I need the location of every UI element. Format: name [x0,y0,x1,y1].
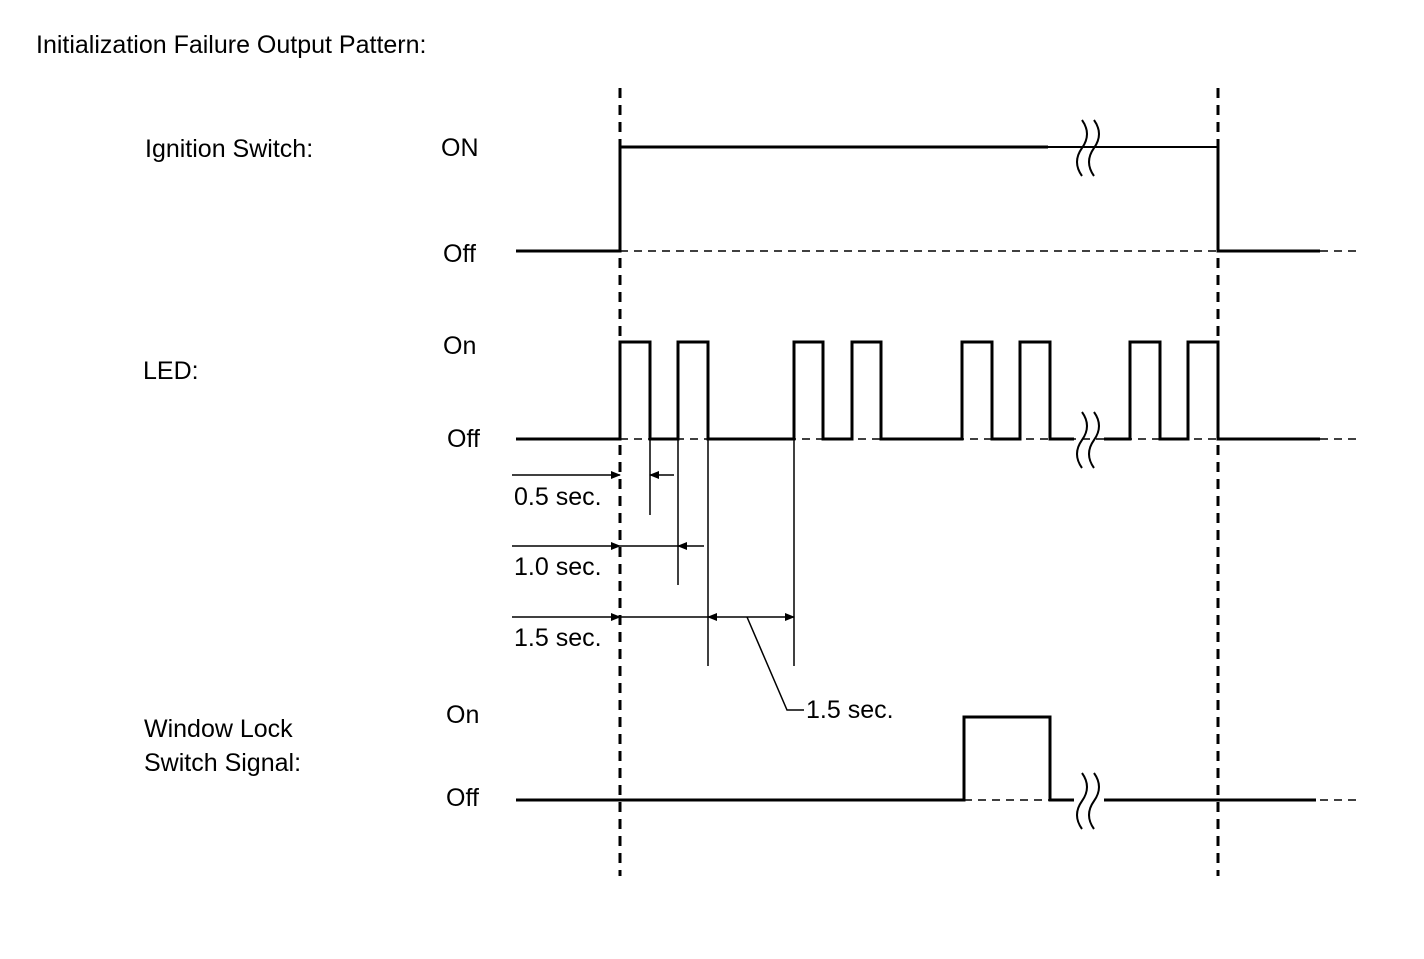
timing-label-1-0: 1.0 sec. [514,553,602,581]
window-lock-label-line1: Window Lock [144,715,293,743]
ignition-off-level-label: Off [443,240,476,268]
led-label: LED: [143,357,199,385]
window-lock-label-line2: Switch Signal: [144,749,302,777]
led-break-symbol [1076,411,1100,469]
window-lock-break-symbol [1076,772,1100,830]
diagram-title: Initialization Failure Output Pattern: [36,31,427,59]
led-on-level-label: On [443,332,477,360]
timing-arrow-1-5-b [707,613,804,711]
window-lock-waveform [516,715,1358,802]
window-lock-off-level-label: Off [446,784,479,812]
ignition-switch-waveform [516,145,1358,253]
ignition-on-level-label: ON [441,134,479,162]
ignition-break-symbol [1076,119,1100,177]
ignition-switch-label: Ignition Switch: [145,135,314,163]
timing-label-1-5-a: 1.5 sec. [514,624,602,652]
timing-label-0-5: 0.5 sec. [514,483,602,511]
led-off-level-label: Off [447,425,480,453]
timing-ticks [649,439,795,666]
window-lock-on-level-label: On [446,701,480,729]
led-waveform [516,340,1358,441]
timing-label-1-5-b: 1.5 sec. [806,696,894,724]
